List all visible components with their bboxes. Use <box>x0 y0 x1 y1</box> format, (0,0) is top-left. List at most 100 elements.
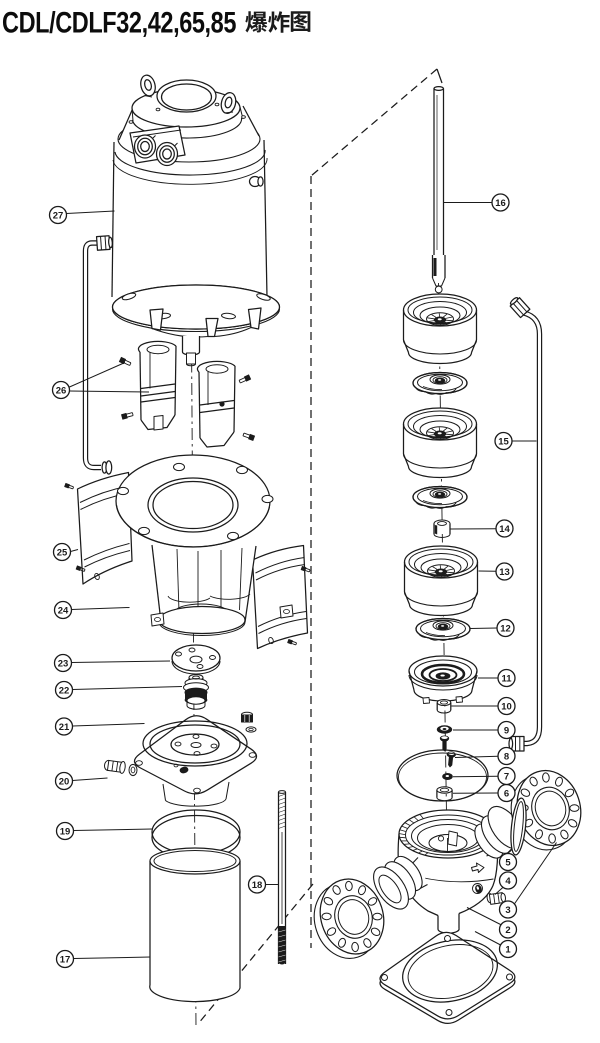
callout-circle <box>55 949 75 969</box>
callout-circle <box>495 562 514 581</box>
callout-circle <box>54 717 74 736</box>
callout-circle <box>498 939 518 959</box>
callout-circle <box>495 519 514 538</box>
impeller-2 <box>412 485 468 509</box>
callout-circle <box>498 920 518 939</box>
coupling <box>118 340 256 448</box>
mechanical-seal <box>183 674 209 710</box>
motor-stool <box>115 454 294 636</box>
callout-number: 20 <box>59 776 70 787</box>
callout-circle <box>498 900 518 919</box>
callout-circle <box>498 852 518 872</box>
callout-number: 2 <box>505 925 510 936</box>
terminal-box <box>129 125 186 167</box>
callout-11: 11 <box>478 668 516 688</box>
callout-circle <box>53 653 73 673</box>
cooling-pipe-left <box>82 235 113 475</box>
callout-18: 18 <box>247 875 278 894</box>
callout-leader <box>69 390 150 393</box>
callout-2: 2 <box>466 907 518 939</box>
callout-5: 5 <box>498 848 518 872</box>
callout-number: 5 <box>505 857 511 868</box>
callout-leader <box>454 755 499 758</box>
callout-leader <box>512 842 557 907</box>
callout-26: 26 <box>51 362 150 400</box>
guard-screw <box>300 565 311 573</box>
callout-7: 7 <box>452 766 516 786</box>
callout-leader <box>72 686 183 690</box>
callout-12: 12 <box>470 618 515 638</box>
callout-15: 15 <box>494 431 537 451</box>
shaft-bushing <box>433 519 451 538</box>
callout-14: 14 <box>450 519 514 538</box>
page-title-cjk <box>245 11 311 33</box>
callout-4: 4 <box>494 871 518 895</box>
callout-number: 12 <box>500 623 511 634</box>
callout-circle <box>54 771 74 791</box>
callout-number: 19 <box>60 826 71 837</box>
seal-flange <box>171 644 221 675</box>
callout-number: 3 <box>505 905 510 916</box>
outer-sleeve <box>149 847 241 1003</box>
callout-leader <box>71 660 171 663</box>
callout-23: 23 <box>53 653 171 673</box>
callout-number: 1 <box>505 944 511 955</box>
impeller-3 <box>415 617 471 641</box>
callout-leader <box>470 627 498 629</box>
callout-number: 17 <box>60 954 71 965</box>
small-nut <box>442 773 453 780</box>
cable-gland-2 <box>155 141 179 167</box>
callout-number: 10 <box>501 701 512 712</box>
callout-number: 16 <box>495 198 506 209</box>
callout-circle <box>497 696 516 716</box>
staybolt <box>277 790 287 965</box>
page-title: CDL/CDLF32,42,65,85 <box>2 7 236 40</box>
split-cone-nut <box>436 699 452 714</box>
callout-number: 27 <box>53 210 64 221</box>
callout-number: 8 <box>504 751 509 762</box>
coupling-screw <box>238 374 252 384</box>
callout-circle <box>52 542 72 562</box>
bypass-pipe <box>508 297 543 752</box>
callout-8: 8 <box>454 746 516 766</box>
pump-head <box>133 711 258 807</box>
callout-number: 7 <box>504 771 509 782</box>
neck-ring <box>436 786 453 802</box>
pump-shaft <box>431 85 446 294</box>
callout-leader <box>466 907 504 927</box>
callout-number: 6 <box>504 788 509 799</box>
suction-flange <box>313 878 385 959</box>
callout-circle <box>54 680 74 700</box>
callout-circle <box>55 821 75 841</box>
guard-screw <box>75 565 86 572</box>
callout-leader <box>474 931 503 947</box>
title-cjk-glyph <box>245 11 268 33</box>
callout-circle <box>496 618 515 638</box>
suction-neck <box>373 855 428 910</box>
staybolt-nut <box>241 711 253 723</box>
callout-layer: 1234567891011121314151617181920212223242… <box>48 193 557 969</box>
callout-20: 20 <box>54 771 108 791</box>
impeller-1 <box>412 371 468 395</box>
cable-gland-1 <box>133 134 157 159</box>
callout-leader <box>72 723 145 727</box>
callout-leader <box>73 828 153 831</box>
callout-circle <box>51 380 71 400</box>
eye-bolt-right <box>220 92 237 114</box>
callout-leader <box>71 607 130 610</box>
callout-number: 24 <box>58 605 69 616</box>
callout-21: 21 <box>54 717 145 736</box>
title-cjk-glyph <box>268 11 290 33</box>
callout-circle <box>48 205 68 225</box>
guard-screw <box>287 638 297 646</box>
title: CDL/CDLF32,42,65,85 <box>2 7 311 40</box>
callout-number: 21 <box>59 722 70 733</box>
callout-25: 25 <box>52 542 79 562</box>
callout-number: 22 <box>59 685 70 696</box>
head-plug <box>104 759 138 777</box>
pump-body <box>397 809 499 934</box>
washer <box>436 725 453 734</box>
callout-circle <box>497 720 516 740</box>
